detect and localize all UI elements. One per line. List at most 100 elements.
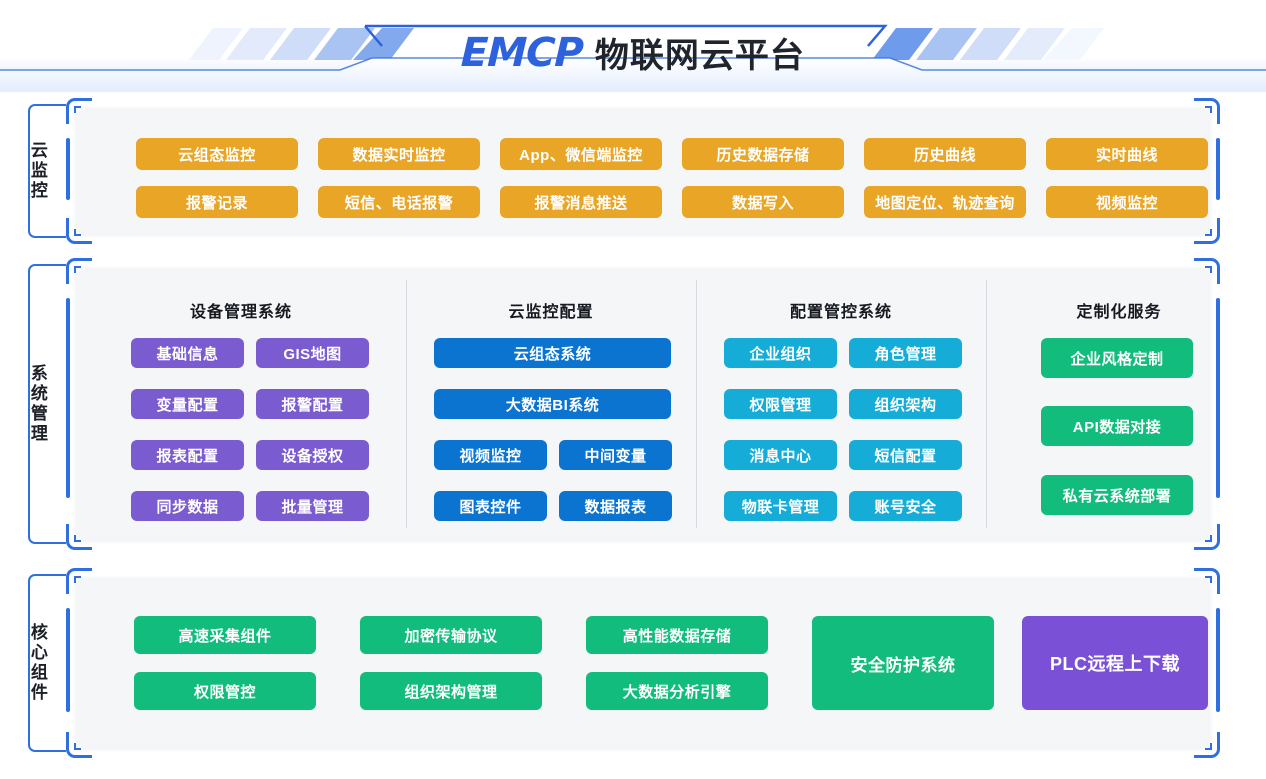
chip-realtime-data-monitor[interactable]: 数据实时监控 [318,138,480,170]
frame-corner-br [1194,218,1220,244]
chip-account-security[interactable]: 账号安全 [849,491,962,521]
chip-sms-phone-alarm[interactable]: 短信、电话报警 [318,186,480,218]
frame-corner-br [1194,524,1220,550]
frame-corner-tr [1194,98,1220,124]
chip-bigdata-bi-system[interactable]: 大数据BI系统 [434,389,671,419]
chip-security-protection-system[interactable]: 安全防护系统 [812,616,994,710]
frame-edge-tick-right [1216,298,1220,498]
emcp-logo-text: EMCP [460,29,584,76]
frame-corner-bl [66,524,92,550]
chip-cloud-scada-system[interactable]: 云组态系统 [434,338,671,368]
frame-edge-tick-left [66,298,70,498]
chip-org-structure-management[interactable]: 组织架构管理 [360,672,542,710]
frame-notch-tl [74,576,81,583]
frame-notch-tl [74,266,81,273]
frame-notch-tr [1205,266,1212,273]
chip-video-monitor-cfg[interactable]: 视频监控 [434,440,547,470]
chip-highspeed-collect-component[interactable]: 高速采集组件 [134,616,316,654]
frame-notch-br [1205,535,1212,542]
chip-message-center[interactable]: 消息中心 [724,440,837,470]
frame-corner-bl [66,732,92,758]
chip-alarm-message-push[interactable]: 报警消息推送 [500,186,662,218]
chip-map-location-track-query[interactable]: 地图定位、轨迹查询 [864,186,1026,218]
chip-app-wechat-monitor[interactable]: App、微信端监控 [500,138,662,170]
frame-notch-tr [1205,576,1212,583]
frame-corner-tl [66,258,92,284]
chip-basic-info[interactable]: 基础信息 [131,338,244,368]
chip-permission-management[interactable]: 权限管理 [724,389,837,419]
chip-sms-config[interactable]: 短信配置 [849,440,962,470]
chip-report-config[interactable]: 报表配置 [131,440,244,470]
column-divider-2 [696,280,697,528]
section-3-label-bracket [28,574,66,752]
chip-private-cloud-deploy[interactable]: 私有云系统部署 [1041,475,1193,515]
banner-base-band [0,58,1266,92]
section-3-frame: 高速采集组件 加密传输协议 高性能数据存储 权限管控 组织架构管理 大数据分析引… [66,568,1220,758]
column-title-device-management: 设备管理系统 [189,304,292,321]
chip-enterprise-org[interactable]: 企业组织 [724,338,837,368]
chip-bigdata-analysis-engine[interactable]: 大数据分析引擎 [586,672,768,710]
chip-data-write[interactable]: 数据写入 [682,186,844,218]
chip-batch-management[interactable]: 批量管理 [256,491,369,521]
section-cloud-monitoring: 云监控 云组态监控 数据实时监控 App、微信端监控 历史数据存储 历史曲线 实… [14,98,1220,244]
chip-device-authorize[interactable]: 设备授权 [256,440,369,470]
chip-realtime-curve[interactable]: 实时曲线 [1046,138,1208,170]
chip-alarm-config[interactable]: 报警配置 [256,389,369,419]
left-slant-bars [189,28,414,60]
chip-middle-variable[interactable]: 中间变量 [559,440,672,470]
chip-enterprise-style-custom[interactable]: 企业风格定制 [1041,338,1193,378]
column-title-custom-service: 定制化服务 [1076,304,1162,321]
section-2-frame: 设备管理系统 基础信息 GIS地图 变量配置 报警配置 报表配置 设备授权 同步… [66,258,1220,550]
chip-alarm-record[interactable]: 报警记录 [136,186,298,218]
frame-notch-bl [74,535,81,542]
chip-org-structure[interactable]: 组织架构 [849,389,962,419]
frame-notch-bl [74,229,81,236]
frame-edge-tick-right [1216,608,1220,712]
page-header-banner: EMCP 物联网云平台 [0,0,1266,92]
chip-api-data-integration[interactable]: API数据对接 [1041,406,1193,446]
chip-history-curve[interactable]: 历史曲线 [864,138,1026,170]
chip-cloud-scada-monitor[interactable]: 云组态监控 [136,138,298,170]
chip-permission-control[interactable]: 权限管控 [134,672,316,710]
frame-corner-tr [1194,258,1220,284]
section-1-label: 云监控 [27,141,47,201]
chip-high-performance-storage[interactable]: 高性能数据存储 [586,616,768,654]
frame-notch-br [1205,743,1212,750]
frame-edge-tick-right [1216,138,1220,200]
chip-data-report[interactable]: 数据报表 [559,491,672,521]
frame-corner-tl [66,568,92,594]
column-divider-3 [986,280,987,528]
section-2-label: 系统管理 [27,364,47,444]
column-divider-1 [406,280,407,528]
banner-decoration [0,24,1266,92]
right-slant-bars [872,28,1104,60]
chip-gis-map[interactable]: GIS地图 [256,338,369,368]
section-3-label: 核心组件 [27,623,47,703]
column-title-cloud-monitor-config: 云监控配置 [508,304,594,321]
frame-corner-bl [66,218,92,244]
platform-title-cn: 物联网云平台 [594,37,805,75]
banner-title: EMCP 物联网云平台 [0,28,1266,77]
chip-encrypted-transfer-protocol[interactable]: 加密传输协议 [360,616,542,654]
section-core-components: 核心组件 高速采集组件 加密传输协议 高性能数据存储 权限管控 组织架构管理 大… [14,568,1220,758]
frame-notch-tl [74,106,81,113]
frame-notch-br [1205,229,1212,236]
chip-chart-widget[interactable]: 图表控件 [434,491,547,521]
frame-notch-bl [74,743,81,750]
chip-iot-card-management[interactable]: 物联卡管理 [724,491,837,521]
section-1-frame: 云组态监控 数据实时监控 App、微信端监控 历史数据存储 历史曲线 实时曲线 … [66,98,1220,244]
frame-corner-br [1194,732,1220,758]
chip-sync-data[interactable]: 同步数据 [131,491,244,521]
chip-history-data-storage[interactable]: 历史数据存储 [682,138,844,170]
frame-edge-tick-left [66,138,70,200]
section-3-panel: 高速采集组件 加密传输协议 高性能数据存储 权限管控 组织架构管理 大数据分析引… [76,578,1210,748]
chip-variable-config[interactable]: 变量配置 [131,389,244,419]
section-2-panel: 设备管理系统 基础信息 GIS地图 变量配置 报警配置 报表配置 设备授权 同步… [76,268,1210,540]
section-1-panel: 云组态监控 数据实时监控 App、微信端监控 历史数据存储 历史曲线 实时曲线 … [76,108,1210,234]
section-2-label-bracket [28,264,66,544]
chip-video-monitor[interactable]: 视频监控 [1046,186,1208,218]
column-title-config-control-system: 配置管控系统 [789,304,892,321]
chip-plc-remote-upload-download[interactable]: PLC远程上下载 [1022,616,1208,710]
chip-role-management[interactable]: 角色管理 [849,338,962,368]
